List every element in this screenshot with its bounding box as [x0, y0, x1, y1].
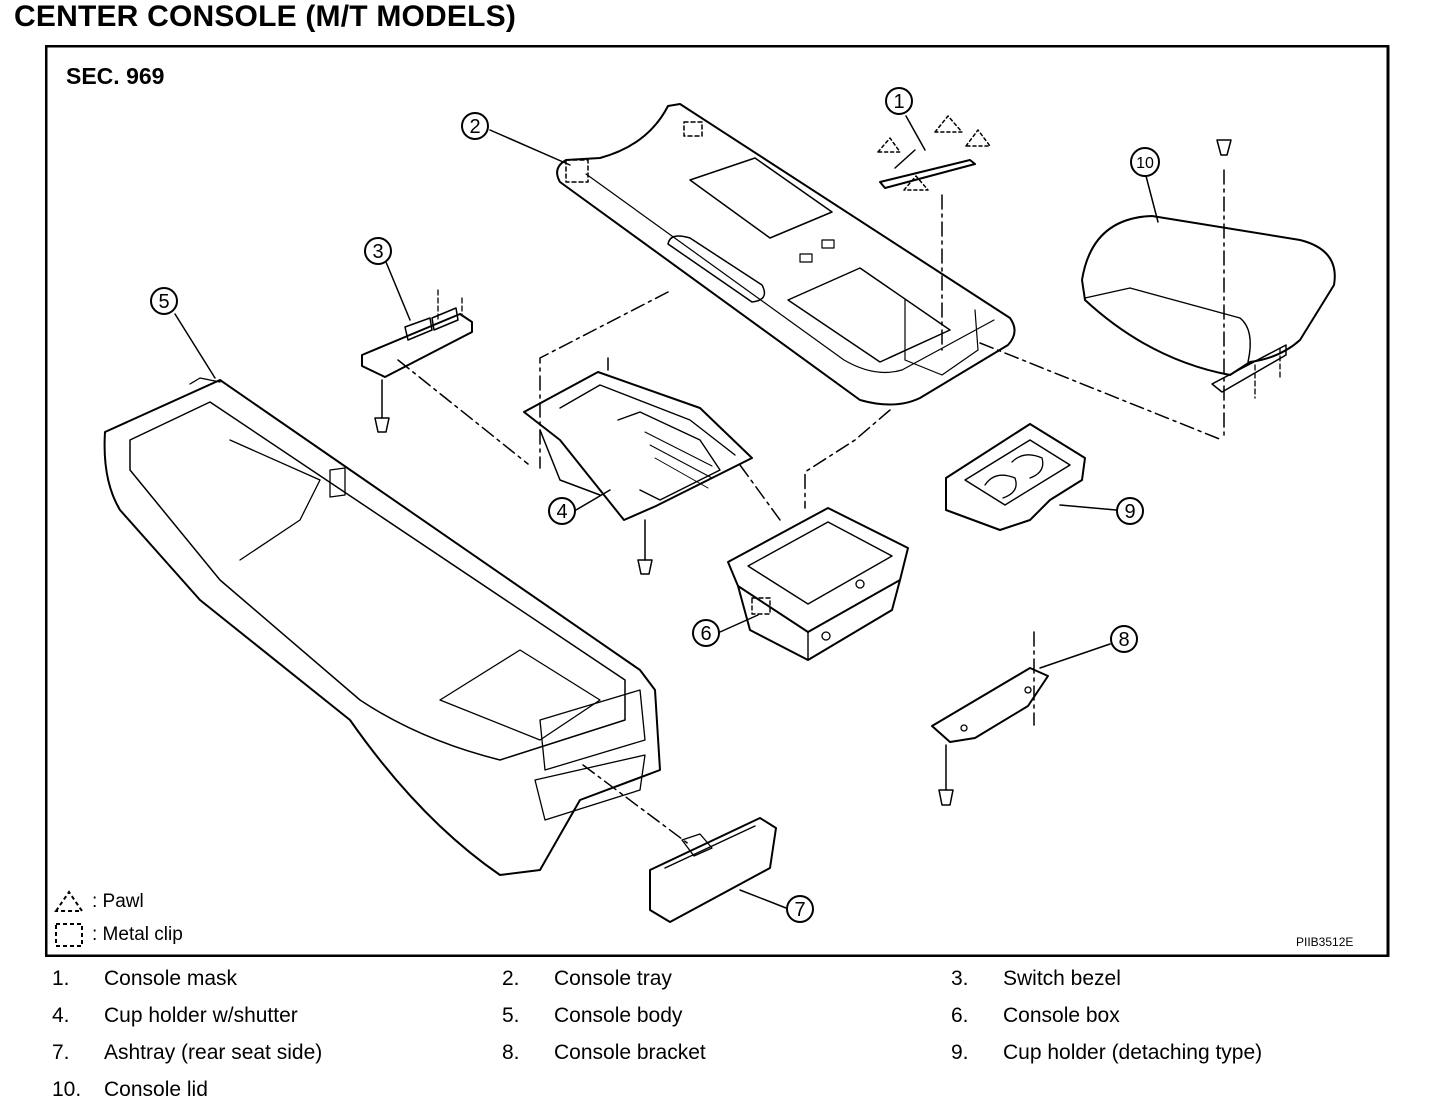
svg-text:5: 5	[158, 291, 169, 313]
console-bracket	[931, 667, 1049, 806]
exploded-diagram: 1 2 3 4 5 6 7 8 9 10	[45, 45, 1390, 957]
svg-text:6: 6	[700, 623, 711, 645]
figure-code: PIIB3512E	[1296, 935, 1354, 949]
svg-text:1: 1	[893, 91, 904, 113]
callout-5: 5	[150, 287, 178, 315]
assembly-lines	[397, 169, 1225, 846]
part-item: 4.Cup holder w/shutter	[52, 1004, 298, 1027]
callout-3: 3	[364, 237, 392, 265]
legend-pawl-label: : Pawl	[92, 891, 144, 912]
part-item: 3.Switch bezel	[951, 967, 1121, 990]
legend-metal-clip: : Metal clip	[52, 922, 183, 948]
triangle-dashed-icon	[54, 890, 84, 912]
part-item: 5.Console body	[502, 1004, 683, 1027]
callout-9: 9	[1116, 497, 1144, 525]
legend-metal-clip-label: : Metal clip	[92, 924, 183, 945]
ashtray	[649, 817, 777, 923]
svg-text:4: 4	[556, 501, 567, 523]
figure-frame	[45, 45, 1390, 957]
svg-text:2: 2	[469, 116, 480, 138]
callout-8: 8	[1110, 625, 1138, 653]
square-dashed-icon	[55, 923, 83, 947]
part-item: 8.Console bracket	[502, 1041, 706, 1064]
callouts: 1 2 3 4 5 6 7 8 9 10	[150, 87, 1160, 923]
leader-lines	[174, 115, 1159, 909]
legend-pawl: : Pawl	[52, 889, 144, 915]
part-item: 10.Console lid	[52, 1078, 208, 1101]
cup-holder-shutter	[523, 371, 753, 575]
part-item: 6.Console box	[951, 1004, 1120, 1027]
svg-text:10: 10	[1136, 155, 1154, 172]
callout-7: 7	[786, 895, 814, 923]
svg-text:8: 8	[1118, 629, 1129, 651]
part-item: 2.Console tray	[502, 967, 672, 990]
part-item: 7.Ashtray (rear seat side)	[52, 1041, 323, 1064]
callout-2: 2	[461, 112, 489, 140]
console-mask	[877, 115, 991, 191]
callout-10: 10	[1130, 147, 1160, 177]
part-item: 1.Console mask	[52, 967, 238, 990]
console-box	[727, 507, 909, 661]
svg-text:3: 3	[372, 241, 383, 263]
section-label: SEC. 969	[66, 63, 165, 89]
page-title: CENTER CONSOLE (M/T MODELS)	[14, 0, 517, 33]
callout-4: 4	[548, 497, 576, 525]
callout-6: 6	[692, 619, 720, 647]
cup-holder-detaching	[945, 423, 1086, 531]
console-tray	[556, 103, 1016, 406]
svg-text:7: 7	[794, 899, 805, 921]
console-body	[103, 377, 661, 876]
console-lid	[1081, 139, 1336, 399]
switch-bezel	[361, 289, 473, 433]
callout-1: 1	[885, 87, 913, 115]
svg-text:9: 9	[1124, 501, 1135, 523]
part-item: 9.Cup holder (detaching type)	[951, 1041, 1263, 1064]
